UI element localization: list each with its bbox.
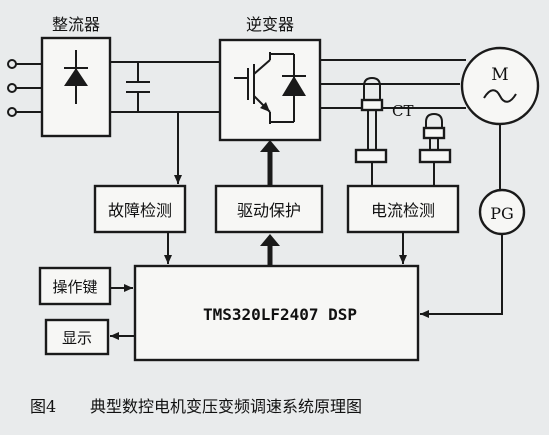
dc-bus <box>110 61 220 113</box>
drive-to-inverter-arrowhead <box>260 140 280 152</box>
bus-to-fault-arrow <box>174 111 220 184</box>
dsp-to-drive-arrowhead <box>260 234 280 246</box>
figure-caption: 典型数控电机变压变频调速系统原理图 <box>90 397 362 416</box>
figure-caption-prefix: 图4 <box>30 397 56 416</box>
fault-detect-label: 故障检测 <box>108 201 172 220</box>
keypad-block <box>38 266 112 306</box>
dsp-block <box>133 264 420 362</box>
output-lines <box>320 59 466 109</box>
fault-detect-block <box>93 184 187 234</box>
freewheel-diode-icon <box>270 53 306 123</box>
motor-icon <box>460 46 540 126</box>
keypad-label: 操作键 <box>52 278 97 296</box>
inverter-label: 逆变器 <box>246 15 294 34</box>
rectifier-diode-icon <box>64 50 88 104</box>
current-transformer-2-icon <box>418 112 452 164</box>
current-detect-label: 电流检测 <box>371 201 435 220</box>
pg-to-dsp-arrow <box>420 234 503 318</box>
display-block <box>44 318 110 356</box>
dsp-label: TMS320LF2407 DSP <box>203 305 357 324</box>
display-label: 显示 <box>62 329 92 347</box>
pg-label: PG <box>490 204 514 223</box>
ac-wave-icon <box>483 89 517 103</box>
ct-label: CT <box>392 102 413 120</box>
rectifier-label: 整流器 <box>52 15 100 34</box>
drive-protect-label: 驱动保护 <box>237 201 301 220</box>
igbt-icon <box>234 52 271 124</box>
motor-label: M <box>491 65 508 85</box>
ac-input-terminals <box>7 59 42 117</box>
current-transformer-1-icon <box>354 76 388 164</box>
capacitor-icon <box>126 62 150 112</box>
